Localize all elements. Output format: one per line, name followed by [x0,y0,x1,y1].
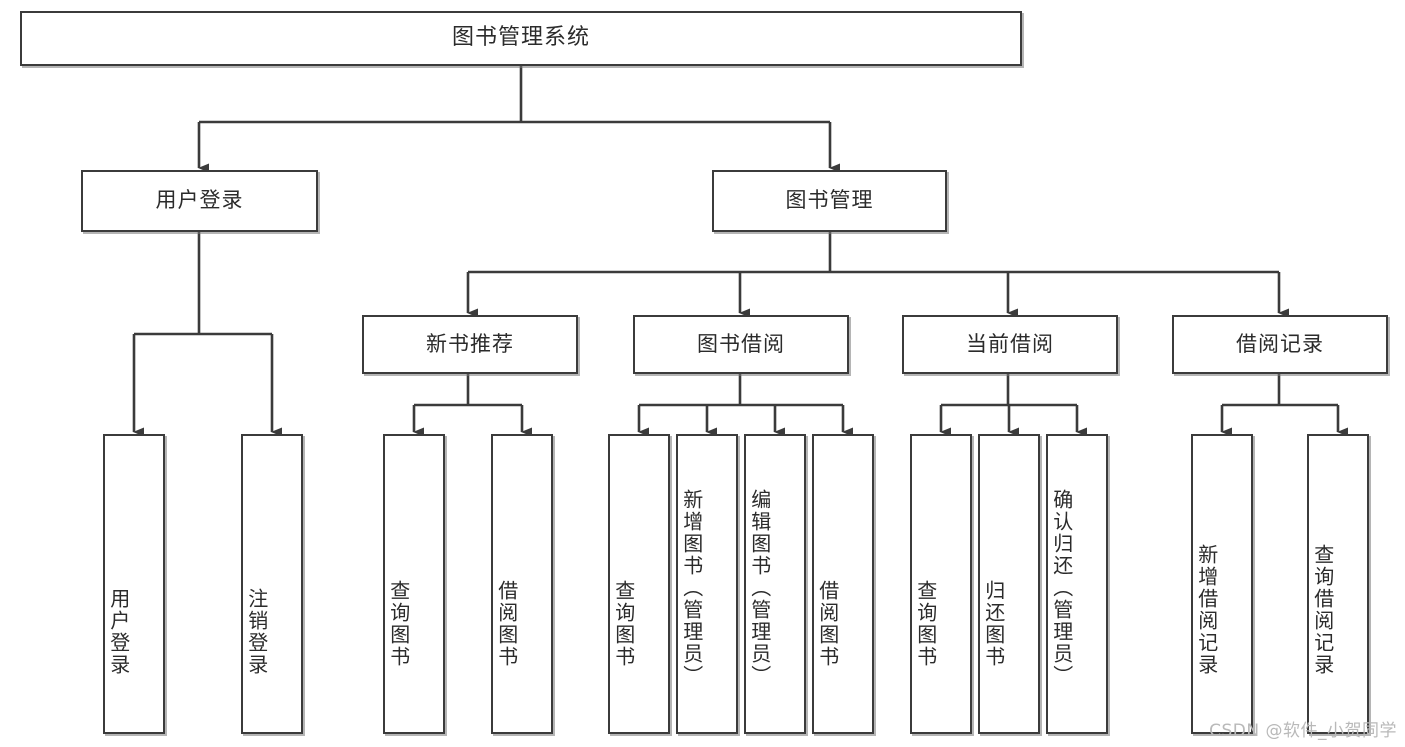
node-user-login[interactable]: 用户登录 [81,170,318,232]
node-root-label: 图书管理系统 [451,25,590,51]
node-leaf-return-book[interactable]: 归还图书 [978,434,1040,734]
node-leaf-query-book-2[interactable]: 查询图书 [608,434,670,734]
node-leaf-borrow-book-2-label: 借阅图书 [815,580,840,668]
node-leaf-query-record-label: 查询借阅记录 [1310,544,1335,676]
node-leaf-edit-book-label: 编辑图书（管理员） [747,489,772,687]
node-leaf-query-book-1[interactable]: 查询图书 [383,434,445,734]
node-book-borrow[interactable]: 图书借阅 [633,315,849,374]
node-new-book-recommend[interactable]: 新书推荐 [362,315,578,374]
node-leaf-edit-book[interactable]: 编辑图书（管理员） [744,434,806,734]
node-leaf-query-book-2-label: 查询图书 [611,580,636,668]
node-leaf-query-book-3[interactable]: 查询图书 [910,434,972,734]
node-leaf-borrow-book-1[interactable]: 借阅图书 [491,434,553,734]
node-leaf-add-record[interactable]: 新增借阅记录 [1191,434,1253,734]
node-book-borrow-label: 图书借阅 [697,331,785,356]
node-leaf-query-book-1-label: 查询图书 [386,580,411,668]
node-leaf-confirm-return[interactable]: 确认归还（管理员） [1046,434,1108,734]
node-leaf-query-book-3-label: 查询图书 [913,580,938,668]
node-leaf-return-book-label: 归还图书 [981,580,1006,668]
node-new-book-recommend-label: 新书推荐 [426,331,514,356]
node-leaf-borrow-book-2[interactable]: 借阅图书 [812,434,874,734]
node-leaf-add-record-label: 新增借阅记录 [1194,544,1219,676]
node-borrow-record-label: 借阅记录 [1236,331,1324,356]
node-root[interactable]: 图书管理系统 [20,11,1022,66]
node-user-login-label: 用户登录 [155,188,244,213]
node-leaf-add-book[interactable]: 新增图书（管理员） [676,434,738,734]
node-current-borrow-label: 当前借阅 [966,331,1054,356]
watermark-text: CSDN @软件_小贺同学 [1209,721,1397,741]
node-leaf-borrow-book-1-label: 借阅图书 [494,580,519,668]
node-leaf-confirm-return-label: 确认归还（管理员） [1049,489,1074,687]
node-leaf-logout[interactable]: 注销登录 [241,434,303,734]
node-leaf-user-login-label: 用户登录 [106,588,131,676]
node-book-manage-label: 图书管理 [785,188,874,213]
node-current-borrow[interactable]: 当前借阅 [902,315,1118,374]
node-leaf-query-record[interactable]: 查询借阅记录 [1307,434,1369,734]
node-borrow-record[interactable]: 借阅记录 [1172,315,1388,374]
node-book-manage[interactable]: 图书管理 [712,170,947,232]
node-leaf-add-book-label: 新增图书（管理员） [679,489,704,687]
node-leaf-user-login[interactable]: 用户登录 [103,434,165,734]
node-leaf-logout-label: 注销登录 [244,588,269,676]
